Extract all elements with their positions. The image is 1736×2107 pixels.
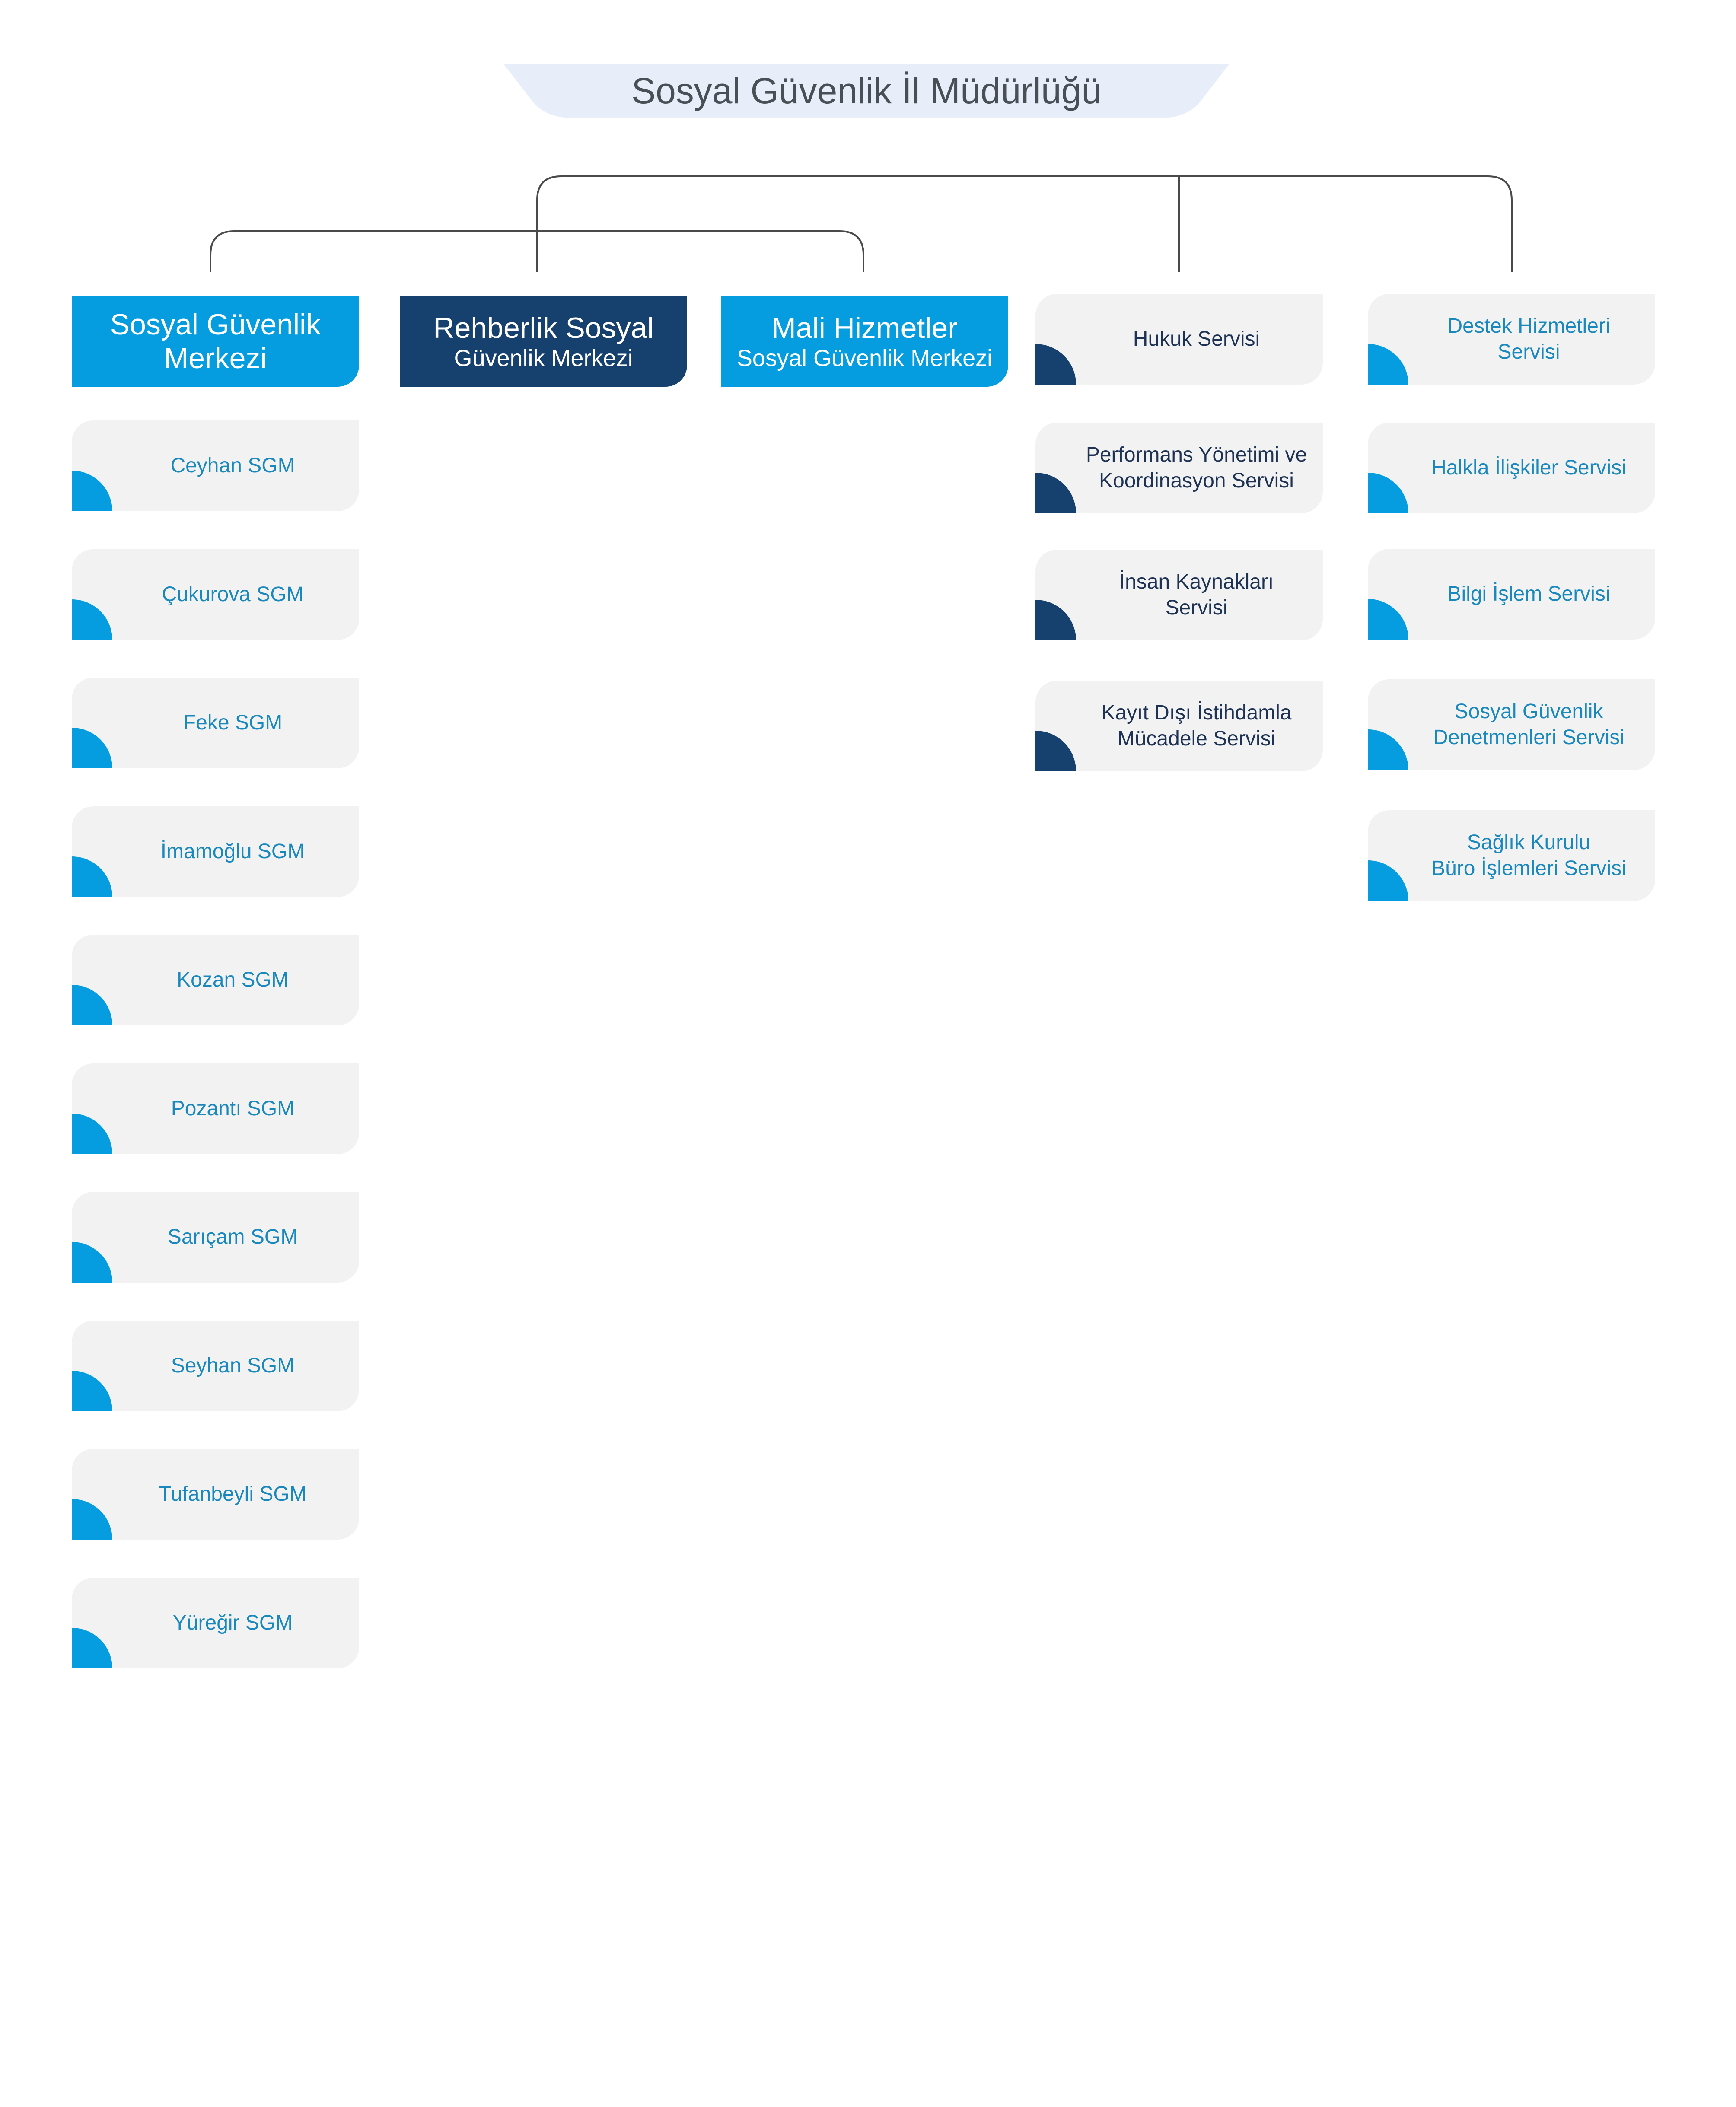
card-label: Tufanbeyli SGM [119,1449,346,1540]
corner-accent-icon [72,1499,112,1540]
corner-accent-icon [1368,860,1408,901]
corner-accent-icon [1368,344,1408,385]
corner-accent-icon [1035,344,1076,385]
sgm-card: Sarıçam SGM [72,1192,359,1283]
card-label: Ceyhan SGM [119,420,346,511]
card-label: Yüreğir SGM [119,1578,346,1668]
corner-accent-icon [1035,731,1076,771]
header-subtitle: Merkezi [164,342,267,375]
corner-accent-icon [72,471,112,511]
card-label-line: Pozantı SGM [171,1097,295,1120]
header-subtitle: Sosyal Güvenlik Merkezi [736,345,993,371]
corner-accent-icon [72,856,112,897]
page-title: Sosyal Güvenlik İl Müdürlüğü [631,70,1102,111]
card-label: Bilgi İşlem Servisi [1415,549,1642,640]
card-label-line: Servisi [1497,341,1560,363]
corner-accent-icon [72,1370,112,1411]
card-label: Performans Yönetimi ve Koordinasyon Servi… [1083,423,1310,513]
corner-accent-icon [1368,473,1408,513]
card-label-line: Bilgi İşlem Servisi [1447,582,1610,605]
card-label-line: Denetmenleri Servisi [1433,726,1625,749]
sgm-card: Kozan SGM [72,935,359,1025]
card-label: İmamoğlu SGM [119,806,346,897]
card-label-line: Sağlık Kurulu [1467,831,1591,854]
card-label: Hukuk Servisi [1083,294,1310,385]
sgm-card: İmamoğlu SGM [72,806,359,897]
card-label-line: Kozan SGM [177,968,289,991]
service-card: Performans Yönetimi ve Koordinasyon Servi… [1035,423,1323,513]
card-label-line: Hukuk Servisi [1133,328,1260,350]
card-label: Kozan SGM [119,935,346,1025]
card-label: Sarıçam SGM [119,1192,346,1283]
header-title: Rehberlik Sosyal [433,312,654,344]
card-label-line: Halkla İlişkiler Servisi [1431,456,1626,479]
corner-accent-icon [72,1113,112,1154]
card-label-line: Servisi [1165,596,1228,619]
connector-top-bracket [536,175,1513,272]
sgm-card: Tufanbeyli SGM [72,1449,359,1540]
card-label-line: Çukurova SGM [162,582,304,606]
card-label-line: Performans Yönetimi ve [1086,443,1307,466]
card-label-line: İnsan Kaynakları [1119,570,1274,593]
card-label-line: Yüreğir SGM [172,1611,293,1634]
corner-accent-icon [72,728,112,768]
card-label-line: Sosyal Güvenlik [1454,700,1603,723]
card-label-line: Büro İşlemleri Servisi [1431,857,1626,880]
card-label: Feke SGM [119,678,346,768]
card-label-line: Tufanbeyli SGM [159,1483,307,1505]
sgm-card: Ceyhan SGM [72,420,359,511]
card-label-line: Mücadele Servisi [1117,727,1276,750]
card-label-line: Sarıçam SGM [167,1225,298,1248]
header-title: Mali Hizmetler [771,312,958,344]
card-label-line: Seyhan SGM [171,1354,295,1377]
corner-accent-icon [72,1242,112,1283]
card-label-line: Koordinasyon Servisi [1099,469,1294,492]
title-banner: Sosyal Güvenlik İl Müdürlüğü [503,64,1230,118]
card-label-line: Ceyhan SGM [170,454,295,477]
card-label-line: İmamoğlu SGM [160,840,305,863]
card-label: Çukurova SGM [119,549,346,640]
corner-accent-icon [1035,600,1076,640]
card-label: Halkla İlişkiler Servisi [1415,423,1642,513]
corner-accent-icon [72,599,112,640]
service-card: Hukuk Servisi [1035,294,1323,385]
connector-left-bracket [210,230,864,272]
header-subtitle: Güvenlik Merkezi [454,345,633,371]
corner-accent-icon [1035,473,1076,513]
sgm-card: Feke SGM [72,678,359,768]
header-title: Sosyal Güvenlik [110,308,321,341]
service-card: Bilgi İşlem Servisi [1368,549,1655,640]
card-label: Seyhan SGM [119,1321,346,1411]
sgm-card: Seyhan SGM [72,1320,359,1411]
service-card: Halkla İlişkiler Servisi [1368,423,1655,513]
card-label-line: Kayıt Dışı İstihdamla [1101,701,1292,724]
card-label: Pozantı SGM [119,1063,346,1154]
sgm-card: Pozantı SGM [72,1063,359,1154]
corner-accent-icon [1368,729,1408,770]
sgm-card: Çukurova SGM [72,549,359,640]
corner-accent-icon [1368,599,1408,640]
card-label-line: Destek Hizmetleri [1447,315,1610,337]
card-label-line: Feke SGM [183,711,283,734]
sgm-card: Yüreğir SGM [72,1577,359,1668]
corner-accent-icon [72,985,112,1025]
corner-accent-icon [72,1627,112,1668]
